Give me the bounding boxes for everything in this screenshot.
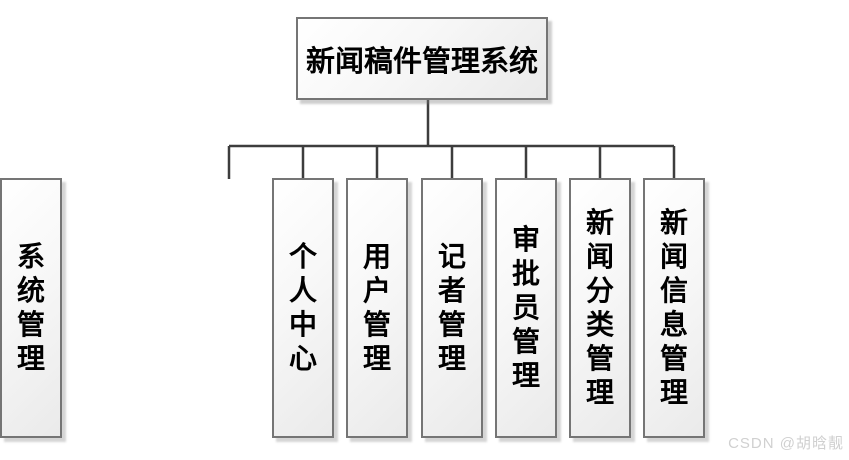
child-node-approver-management: 审批员管理	[495, 178, 557, 438]
child-node-label: 新闻信息管理	[659, 207, 688, 408]
child-node-news-category-management: 新闻分类管理	[569, 178, 631, 438]
child-node-label: 新闻分类管理	[585, 207, 614, 408]
child-node-reporter-management: 记者管理	[421, 178, 483, 438]
child-node-personal-center: 个人中心	[272, 178, 334, 438]
csdn-watermark: CSDN @胡晗靓	[728, 435, 844, 452]
root-node-news-manuscript-system: 新闻稿件管理系统	[296, 17, 548, 100]
child-node-news-info-management: 新闻信息管理	[643, 178, 705, 438]
child-node-label: 系统管理	[16, 241, 45, 374]
child-node-label: 记者管理	[437, 241, 466, 374]
child-node-label: 审批员管理	[511, 224, 540, 391]
child-node-label: 用户管理	[362, 241, 391, 374]
child-node-user-management: 用户管理	[346, 178, 408, 438]
child-node-label: 个人中心	[288, 241, 317, 374]
root-node-label: 新闻稿件管理系统	[305, 45, 538, 78]
child-node-system-management: 系统管理	[0, 178, 62, 438]
